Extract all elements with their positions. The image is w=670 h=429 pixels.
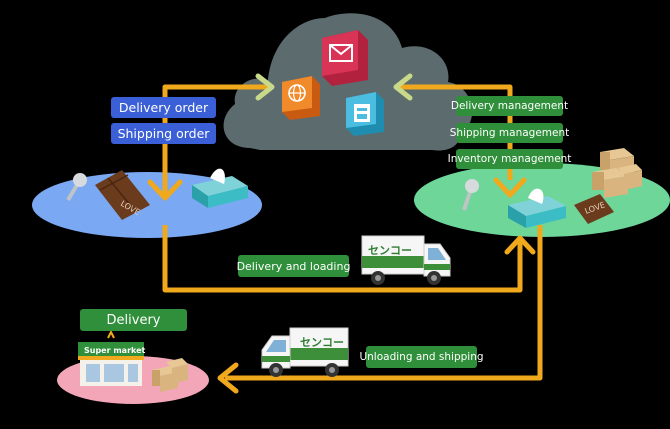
truck-icon-2: センコー xyxy=(261,327,349,377)
delivery-management-tag: Delivery management xyxy=(451,96,568,116)
globe-icon xyxy=(282,76,320,120)
screw-icon xyxy=(66,173,87,202)
chocolate-icon: LOVE xyxy=(95,170,150,220)
light-arrow-heads xyxy=(255,73,413,101)
cardboard-boxes-icon-bottom xyxy=(152,358,188,392)
truck-brand-2: センコー xyxy=(300,336,344,349)
unloading-and-shipping-tag: Unloading and shipping xyxy=(359,346,484,368)
tissue-box-icon xyxy=(192,168,248,208)
cardboard-boxes-icon xyxy=(592,148,642,198)
shipping-order-tag: Shipping order xyxy=(111,123,216,144)
inventory-management-tag: Inventory management xyxy=(448,149,571,169)
arrow-heads xyxy=(147,177,536,394)
supermarket-sign: Super market xyxy=(84,346,146,355)
supermarket-icon: Super market xyxy=(78,329,146,386)
delivery-order-tag: Delivery order xyxy=(111,97,216,118)
truck-brand-1: センコー xyxy=(368,244,412,257)
shipping-management-tag: Shipping management xyxy=(450,123,569,143)
screw-icon-right xyxy=(462,179,479,211)
delivery-and-loading-tag: Delivery and loading xyxy=(237,255,350,277)
mail-icon xyxy=(322,30,368,86)
chocolate-icon-right: LOVE xyxy=(574,194,614,224)
fax-icon xyxy=(346,92,384,136)
delivery-tag: Delivery xyxy=(80,309,187,331)
tissue-box-icon-right xyxy=(508,188,566,228)
truck-icon: センコー xyxy=(361,235,451,285)
flow-arrows xyxy=(162,84,543,381)
